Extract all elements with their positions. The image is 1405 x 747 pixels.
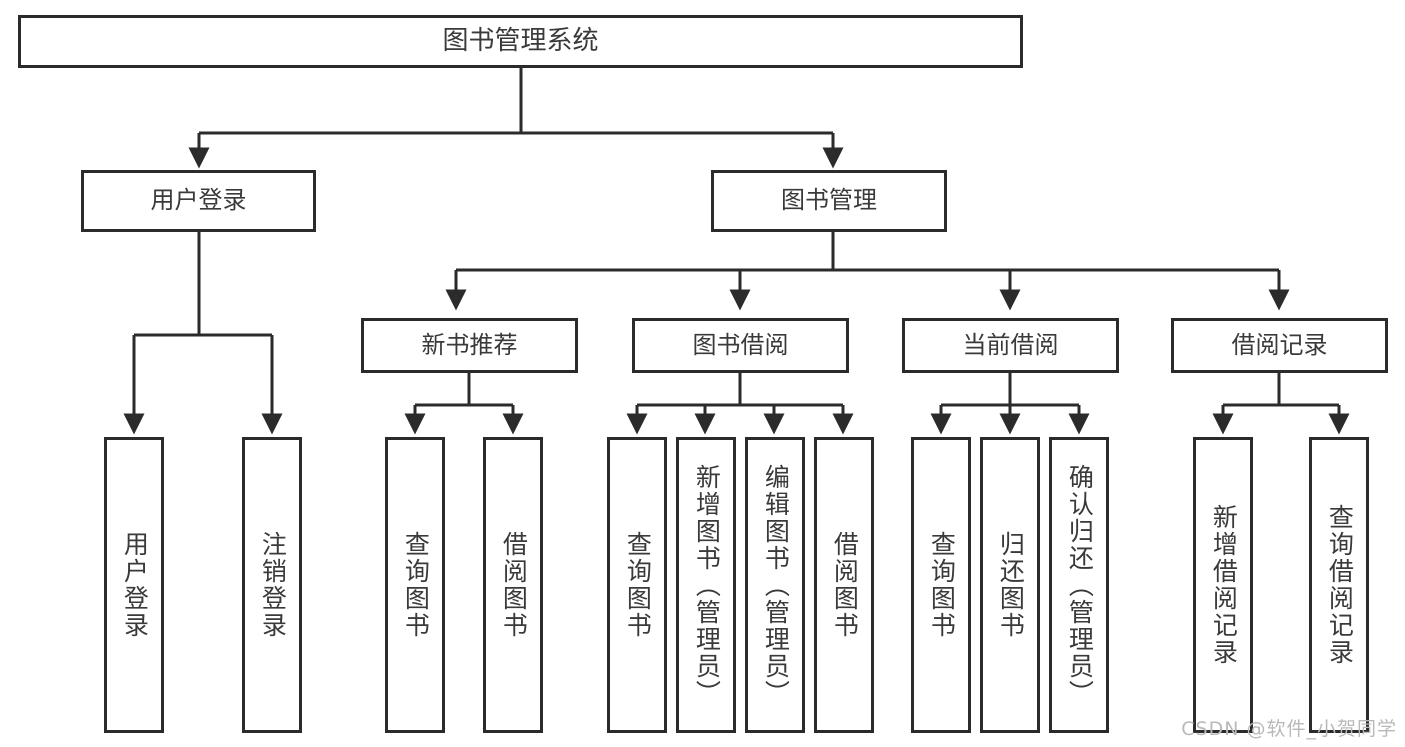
node-label: 查询图书 [927,531,957,639]
leaf-query-borrow-record[interactable]: 查询借阅记录 [1309,437,1369,733]
node-book-management-system[interactable]: 图书管理系统 [18,15,1023,68]
node-label: 查询图书 [623,531,653,639]
node-label: 注销登录 [258,531,288,639]
node-label: 图书借阅 [692,330,789,359]
node-current-borrow[interactable]: 当前借阅 [902,318,1119,373]
leaf-add-book-admin[interactable]: 新增图书（管理员） [676,437,736,733]
node-label: 借阅图书 [830,531,860,639]
node-label: 查询图书 [401,531,431,639]
leaf-edit-book-admin[interactable]: 编辑图书（管理员） [745,437,805,733]
node-label: 借阅图书 [499,531,529,639]
node-label: 新书推荐 [421,330,518,359]
node-label: 归还图书 [996,531,1026,639]
node-label: 确认归还（管理员） [1065,463,1095,707]
leaf-query-book-borrow[interactable]: 查询图书 [607,437,667,733]
leaf-borrow-book-recommend[interactable]: 借阅图书 [483,437,543,733]
node-label: 新增图书（管理员） [692,463,722,707]
leaf-return-book[interactable]: 归还图书 [980,437,1040,733]
leaf-user-login[interactable]: 用户登录 [104,437,164,733]
leaf-confirm-return-admin[interactable]: 确认归还（管理员） [1049,437,1109,733]
node-label: 图书管理 [781,186,877,215]
node-label: 当前借阅 [962,330,1059,359]
node-new-book-recommend[interactable]: 新书推荐 [361,318,578,373]
node-label: 借阅记录 [1231,330,1328,359]
node-borrow-record[interactable]: 借阅记录 [1171,318,1388,373]
leaf-query-book-current[interactable]: 查询图书 [911,437,971,733]
node-label: 图书管理系统 [442,25,599,56]
node-label: 查询借阅记录 [1325,504,1355,666]
node-label: 新增借阅记录 [1209,504,1239,666]
leaf-add-borrow-record[interactable]: 新增借阅记录 [1193,437,1253,733]
node-user-login[interactable]: 用户登录 [81,170,316,232]
csdn-watermark: CSDN @软件_小贺同学 [1181,718,1397,740]
leaf-logout-login[interactable]: 注销登录 [242,437,302,733]
node-label: 编辑图书（管理员） [761,463,791,707]
leaf-query-book-recommend[interactable]: 查询图书 [385,437,445,733]
node-book-borrow[interactable]: 图书借阅 [632,318,849,373]
node-label: 用户登录 [120,531,150,639]
node-book-management[interactable]: 图书管理 [711,170,947,232]
leaf-borrow-book[interactable]: 借阅图书 [814,437,874,733]
node-label: 用户登录 [150,186,247,215]
